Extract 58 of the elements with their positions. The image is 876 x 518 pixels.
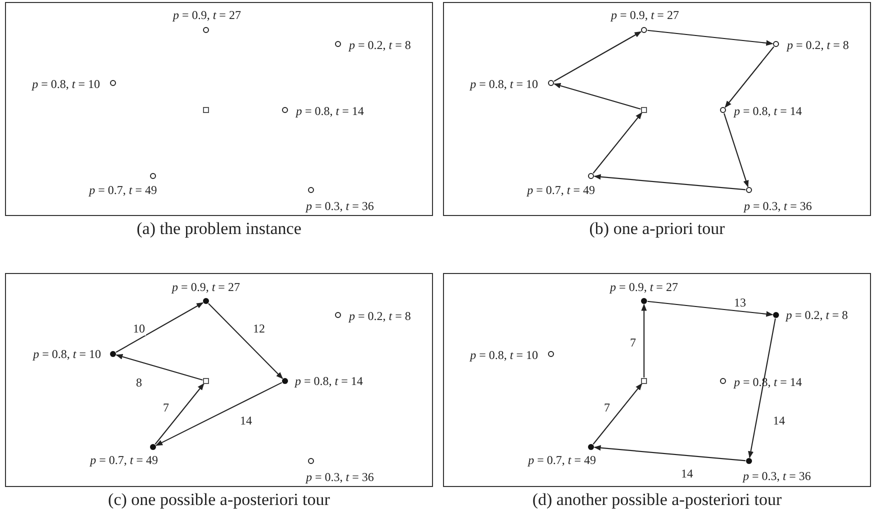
point-label: p = 0.8, t = 10 — [470, 77, 538, 91]
depot-square — [641, 378, 647, 384]
depot-square — [641, 107, 647, 113]
edge-label: 7 — [162, 402, 170, 414]
arrow — [592, 112, 642, 174]
edge-label: 14 — [772, 414, 786, 428]
arrow — [724, 46, 774, 108]
edge-label: 10 — [132, 322, 146, 336]
point-label: p = 0.9, t = 27 — [172, 280, 240, 294]
point-label: p = 0.7, t = 49 — [528, 453, 596, 467]
arrow — [748, 318, 776, 458]
figure-caption: (a) the problem instance — [136, 219, 302, 239]
arrow — [641, 304, 647, 378]
arrow — [594, 174, 746, 190]
figure-caption: (b) one a-priori tour — [589, 219, 725, 239]
arrow — [647, 300, 774, 317]
edge-label: 13 — [733, 296, 747, 310]
point-label: p = 0.8, t = 14 — [734, 104, 802, 118]
point-label: p = 0.2, t = 8 — [349, 38, 411, 52]
edge-label: 7 — [603, 402, 611, 414]
arrow — [554, 31, 642, 82]
arrow — [156, 382, 282, 446]
point-label: p = 0.8, t = 10 — [32, 77, 100, 91]
edge-label: 14 — [239, 414, 253, 428]
point-label: p = 0.3, t = 36 — [306, 470, 374, 484]
arrow — [154, 383, 204, 445]
arrow — [594, 445, 746, 462]
arrow — [554, 83, 641, 110]
arrow — [208, 303, 284, 379]
arrow — [724, 113, 749, 188]
point-label: p = 0.9, t = 27 — [611, 8, 679, 22]
point-label: p = 0.3, t = 36 — [306, 199, 374, 213]
point-label: p = 0.8, t = 14 — [296, 104, 364, 118]
depot-square — [203, 107, 209, 113]
point-label: p = 0.2, t = 8 — [786, 308, 848, 322]
edge-label: 14 — [680, 468, 694, 480]
point-label: p = 0.7, t = 49 — [90, 453, 158, 467]
point-label: p = 0.7, t = 49 — [527, 183, 595, 197]
point-label: p = 0.8, t = 10 — [33, 347, 101, 361]
point-label: p = 0.3, t = 36 — [744, 199, 812, 213]
point-label: p = 0.9, t = 27 — [173, 8, 241, 22]
depot-square — [203, 378, 209, 384]
arrow — [116, 302, 204, 353]
point-label: p = 0.7, t = 49 — [89, 183, 157, 197]
figure-caption: (c) one possible a-posteriori tour — [108, 490, 330, 510]
point-label: p = 0.8, t = 10 — [470, 348, 538, 362]
edge-label: 7 — [629, 336, 637, 350]
point-label: p = 0.2, t = 8 — [787, 38, 849, 52]
point-label: p = 0.2, t = 8 — [349, 309, 411, 323]
point-label: p = 0.9, t = 27 — [610, 280, 678, 294]
arrow — [647, 30, 774, 46]
point-label: p = 0.3, t = 36 — [743, 469, 811, 483]
edge-label: 12 — [252, 322, 266, 336]
arrow — [592, 383, 642, 445]
arrow — [116, 354, 203, 381]
figure-caption: (d) another possible a-posteriori tour — [532, 490, 782, 510]
point-label: p = 0.8, t = 14 — [295, 374, 363, 388]
edge-label: 8 — [135, 376, 143, 390]
